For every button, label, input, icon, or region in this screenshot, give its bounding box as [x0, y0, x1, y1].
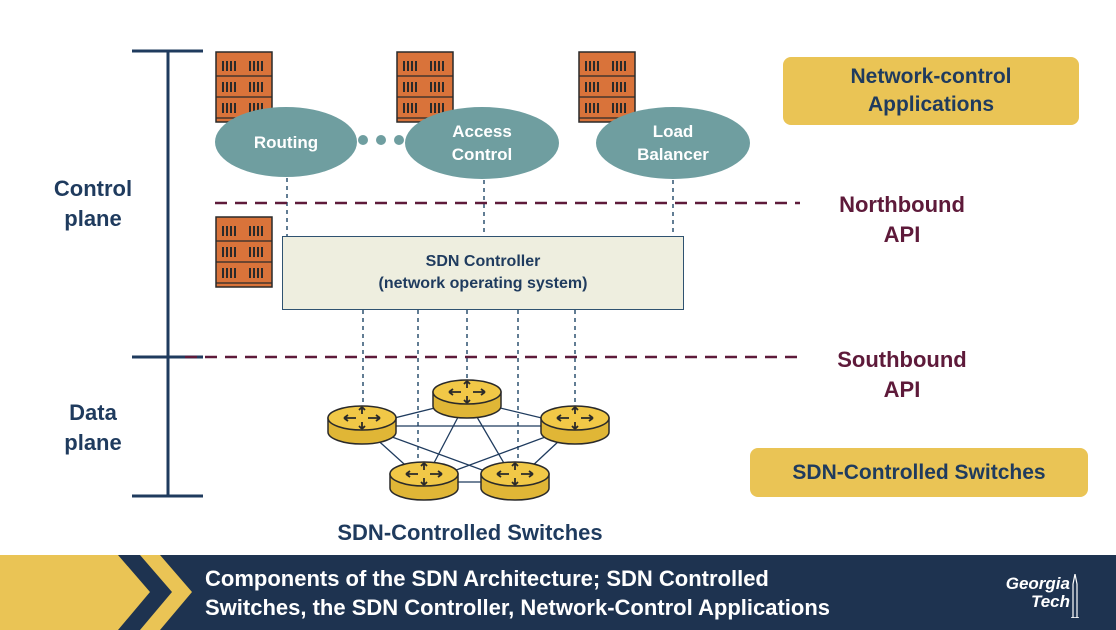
- server-icon: [578, 51, 636, 123]
- network-control-apps-callout: Network-control Applications: [783, 57, 1079, 125]
- app-access-control: Access Control: [405, 107, 559, 179]
- router-switch-icon: [480, 461, 550, 501]
- sdn-controller-box: SDN Controller (network operating system…: [282, 236, 684, 310]
- northbound-api-label: Northbound API: [839, 192, 965, 247]
- footer-title: Components of the SDN Architecture; SDN …: [205, 566, 831, 620]
- footer-gold-chevron: [140, 555, 192, 630]
- app-load-balancer: Load Balancer: [596, 107, 750, 179]
- router-switch-icon: [540, 405, 610, 445]
- control-plane-label: Control plane: [53, 176, 133, 231]
- plane-bracket: [132, 49, 203, 498]
- southbound-api-label: Southbound API: [837, 347, 967, 402]
- router-switch-icon: [432, 379, 502, 419]
- app-controller-links: [286, 178, 674, 236]
- georgia-tech-logo: Georgia Tech: [1005, 574, 1070, 611]
- server-icon: [215, 216, 273, 288]
- router-switch-icon: [327, 405, 397, 445]
- controller-title: SDN Controller: [425, 253, 541, 270]
- tech-tower-icon: [1071, 574, 1079, 618]
- switches-caption: SDN-Controlled Switches: [337, 520, 603, 545]
- ellipsis-dots: [358, 135, 404, 145]
- footer-chevrons: [0, 555, 192, 630]
- data-plane-label: Data plane: [64, 400, 122, 455]
- router-switch-icon: [389, 461, 459, 501]
- controller-subtitle: (network operating system): [378, 275, 588, 292]
- footer-gold-band: [0, 555, 150, 630]
- sdn-switches-callout: SDN-Controlled Switches: [750, 448, 1088, 497]
- controller-switch-links: [362, 310, 576, 470]
- app-routing: Routing: [215, 107, 357, 177]
